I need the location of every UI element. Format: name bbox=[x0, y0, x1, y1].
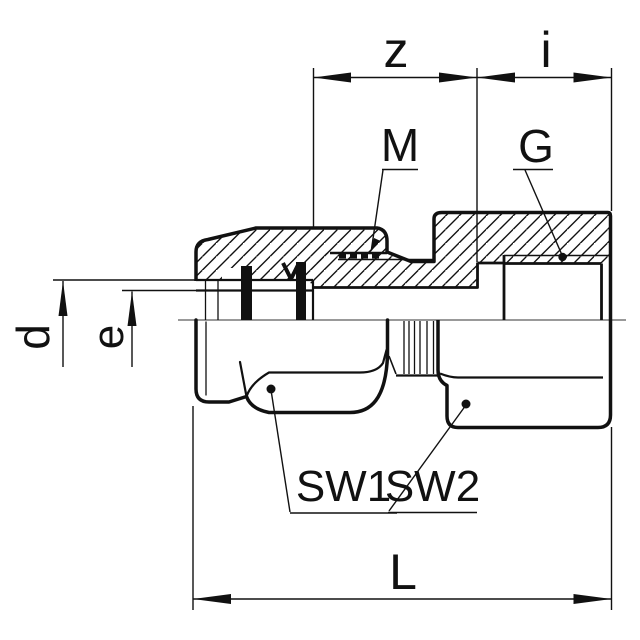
label-sw2: SW2 bbox=[385, 399, 480, 514]
dimension-e: e bbox=[84, 291, 137, 367]
tube-outline bbox=[53, 278, 315, 320]
label-m-text: M bbox=[381, 119, 419, 171]
dimension-z: z bbox=[312, 22, 477, 227]
dimension-L: L bbox=[192, 406, 613, 610]
dimension-i: i bbox=[476, 22, 613, 262]
dim-i-label: i bbox=[540, 22, 551, 78]
label-sw1-text: SW1 bbox=[296, 462, 391, 511]
nut-hex-chamfer-arc bbox=[245, 348, 388, 398]
ferrule-wedge bbox=[281, 262, 301, 281]
label-sw2-text: SW2 bbox=[385, 462, 480, 511]
male-thread-bottom bbox=[388, 321, 438, 377]
nut-outline-top bbox=[194, 226, 389, 320]
body-hex-edge-line bbox=[439, 372, 603, 379]
dim-z-label: z bbox=[384, 22, 409, 78]
nut-outline-bottom bbox=[194, 318, 390, 415]
label-male-thread: M bbox=[370, 119, 419, 253]
dim-L-label: L bbox=[389, 544, 417, 600]
label-sw1: SW1 bbox=[266, 384, 397, 514]
dim-d-label: d bbox=[7, 324, 59, 350]
label-female-thread: G bbox=[513, 120, 567, 262]
label-g-text: G bbox=[518, 120, 554, 172]
body-outline-bottom bbox=[436, 320, 613, 430]
thread-engagement-marks bbox=[339, 253, 379, 259]
body-outline-top bbox=[314, 210, 613, 320]
ferrule-sections bbox=[241, 262, 306, 320]
section-hatching bbox=[197, 213, 609, 287]
nut-cone-edge bbox=[238, 360, 248, 398]
body-section-hatch bbox=[307, 213, 609, 287]
dim-e-label: e bbox=[84, 325, 133, 349]
dimension-d: d bbox=[7, 281, 68, 367]
